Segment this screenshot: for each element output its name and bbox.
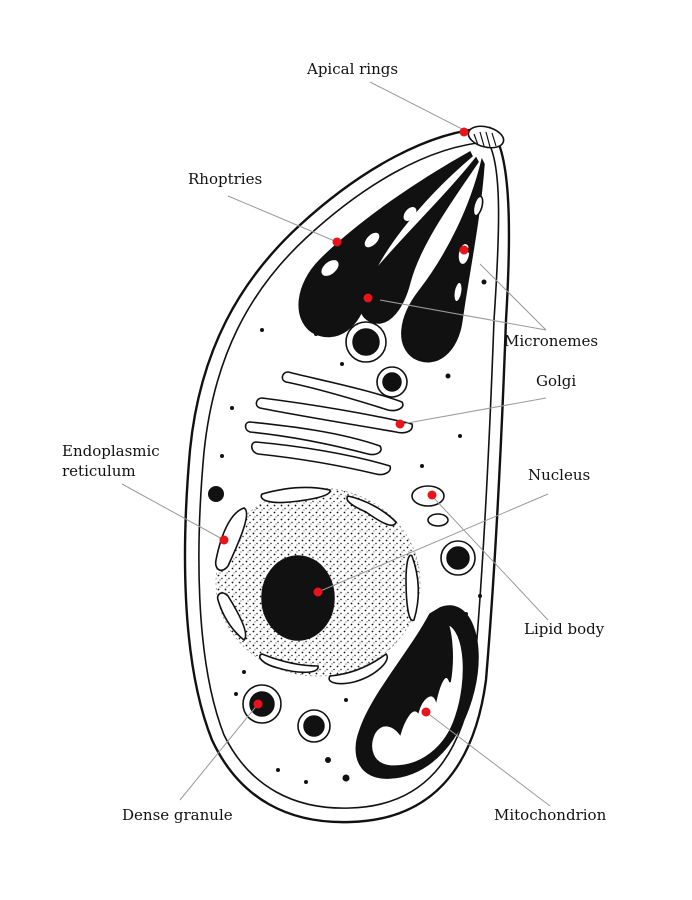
- granule-a-inner: [352, 328, 380, 356]
- er-3: [260, 486, 331, 504]
- er-1: [214, 507, 248, 572]
- apical-ring-stripes: [473, 131, 497, 148]
- cyto-dot: [467, 247, 473, 253]
- leader-rhoptries: [227, 195, 338, 243]
- dense-granules-upper: [345, 321, 408, 398]
- cyto-dot: [420, 464, 424, 468]
- marker-microneme-1: [459, 245, 469, 255]
- leader-nucleus: [317, 493, 549, 593]
- golgi-cisterna-3: [244, 421, 382, 456]
- granule-c-inner: [446, 546, 470, 570]
- mitochondrion: [355, 605, 479, 779]
- marker-nucleus: [313, 587, 323, 597]
- marker-dense-granule: [253, 699, 263, 709]
- nucleolus: [261, 555, 335, 641]
- rhoptry-3: [401, 157, 485, 363]
- label-dense-granule: Dense granule: [122, 806, 233, 824]
- nucleus: [215, 487, 421, 677]
- golgi-cisterna-4: [250, 441, 392, 476]
- marker-er: [219, 535, 229, 545]
- microneme-2: [452, 281, 464, 303]
- label-apical-rings: Apical rings: [306, 60, 398, 78]
- label-er-line1: Endoplasmic: [62, 442, 160, 460]
- cyto-dot: [304, 780, 308, 784]
- leader-lipid-body: [431, 495, 549, 621]
- marker-golgi: [395, 419, 405, 429]
- red-markers: [219, 127, 469, 717]
- cyto-dot: [464, 612, 468, 616]
- cyto-dot: [220, 454, 224, 458]
- apical-complex: [467, 125, 505, 149]
- leader-golgi: [401, 397, 547, 425]
- label-er-line2: reticulum: [62, 462, 136, 480]
- cyto-dot: [230, 406, 234, 410]
- leader-lines: [121, 81, 551, 807]
- cyto-dot: [208, 486, 224, 502]
- cyto-dot: [478, 594, 482, 598]
- cyto-dot: [481, 279, 487, 285]
- rhoptry-2: [359, 156, 479, 324]
- endoplasmic-reticulum: [214, 486, 420, 685]
- label-rhoptries: Rhoptries: [188, 170, 262, 188]
- lipid-body-2: [427, 513, 449, 527]
- marker-mitochondrion: [421, 707, 431, 717]
- cell-membrane-inner: [198, 141, 500, 809]
- cyto-dot: [314, 332, 318, 336]
- er-6: [258, 653, 319, 674]
- cyto-dot: [234, 692, 238, 696]
- label-golgi: Golgi: [536, 372, 576, 390]
- microneme-1: [472, 195, 484, 217]
- marker-lipid-body: [427, 490, 437, 500]
- marker-microneme-2: [363, 293, 373, 303]
- leader-micronemes-a: [479, 263, 547, 331]
- label-mitochondrion: Mitochondrion: [494, 806, 607, 824]
- leader-apical-rings: [369, 81, 465, 131]
- cyto-dot: [414, 698, 418, 702]
- labels: Apical rings Rhoptries Micronemes Golgi …: [62, 60, 607, 824]
- leader-micronemes-b: [379, 299, 547, 331]
- er-4: [346, 495, 397, 527]
- granule-e-inner: [303, 715, 325, 737]
- golgi-cisterna-2: [255, 397, 414, 434]
- label-micronemes: Micronemes: [504, 332, 598, 350]
- cyto-dot: [344, 698, 348, 702]
- cyto-dot: [325, 757, 331, 763]
- micronemes: [452, 195, 484, 303]
- cyto-dot: [458, 434, 462, 438]
- golgi-cisterna-1: [281, 371, 404, 412]
- leader-mitochondrion: [425, 711, 551, 807]
- cyto-dot: [276, 768, 280, 772]
- cytoplasm-dots: [208, 247, 487, 784]
- leader-er: [121, 483, 225, 541]
- er-7: [328, 652, 389, 685]
- cyto-dot: [242, 670, 246, 674]
- rhoptries: [298, 150, 485, 363]
- label-nucleus: Nucleus: [528, 466, 590, 484]
- mitochondrion-cristae: [370, 622, 465, 767]
- er-2: [216, 592, 247, 642]
- cyto-dot: [445, 373, 451, 379]
- cyto-dot: [340, 362, 344, 366]
- rhoptry-1: [298, 150, 473, 338]
- marker-apical-rings: [459, 127, 469, 137]
- golgi: [244, 371, 414, 476]
- marker-rhoptries: [332, 237, 342, 247]
- label-lipid-body: Lipid body: [524, 620, 605, 638]
- er-5: [405, 554, 420, 622]
- granule-b-inner: [382, 372, 402, 392]
- leader-dense-granule: [179, 703, 259, 801]
- cyto-dot: [260, 328, 264, 332]
- cyto-dot: [342, 774, 350, 782]
